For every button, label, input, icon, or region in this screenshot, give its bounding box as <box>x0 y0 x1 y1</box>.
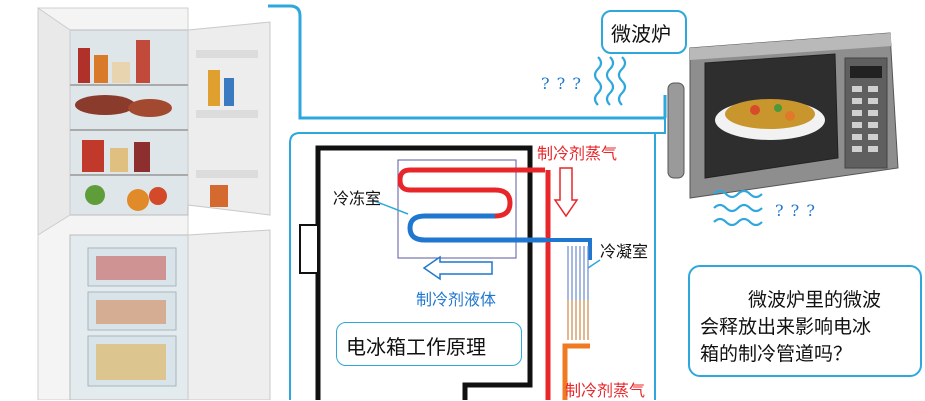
microwave-label: 微波炉 <box>611 22 671 46</box>
microwave-label-box <box>601 10 687 54</box>
wave-icon-right <box>713 189 763 227</box>
label-vapor-top: 制冷剂蒸气 <box>537 144 618 163</box>
question-line-3: 箱的制冷管道吗？ <box>700 343 853 365</box>
label-liquid: 制冷剂液体 <box>416 290 497 309</box>
wave-icon-top <box>593 56 627 106</box>
diagram-title-box <box>336 322 522 366</box>
label-condenser: 冷凝室 <box>600 242 649 261</box>
refrigerator-image <box>37 7 271 400</box>
question-box <box>688 265 922 377</box>
microwave-image <box>667 32 899 199</box>
question-marks-top: ? ? ? <box>541 74 582 93</box>
diagram-title: 电冰箱工作原理 <box>346 335 486 359</box>
label-freezer: 冷冻室 <box>333 189 382 208</box>
label-vapor-bottom: 制冷剂蒸气 <box>565 381 646 400</box>
question-line-1: 微波炉里的微波 <box>748 289 882 311</box>
question-line-2: 会释放出来影响电冰 <box>700 316 872 338</box>
question-marks-right: ? ? ? <box>775 201 816 220</box>
